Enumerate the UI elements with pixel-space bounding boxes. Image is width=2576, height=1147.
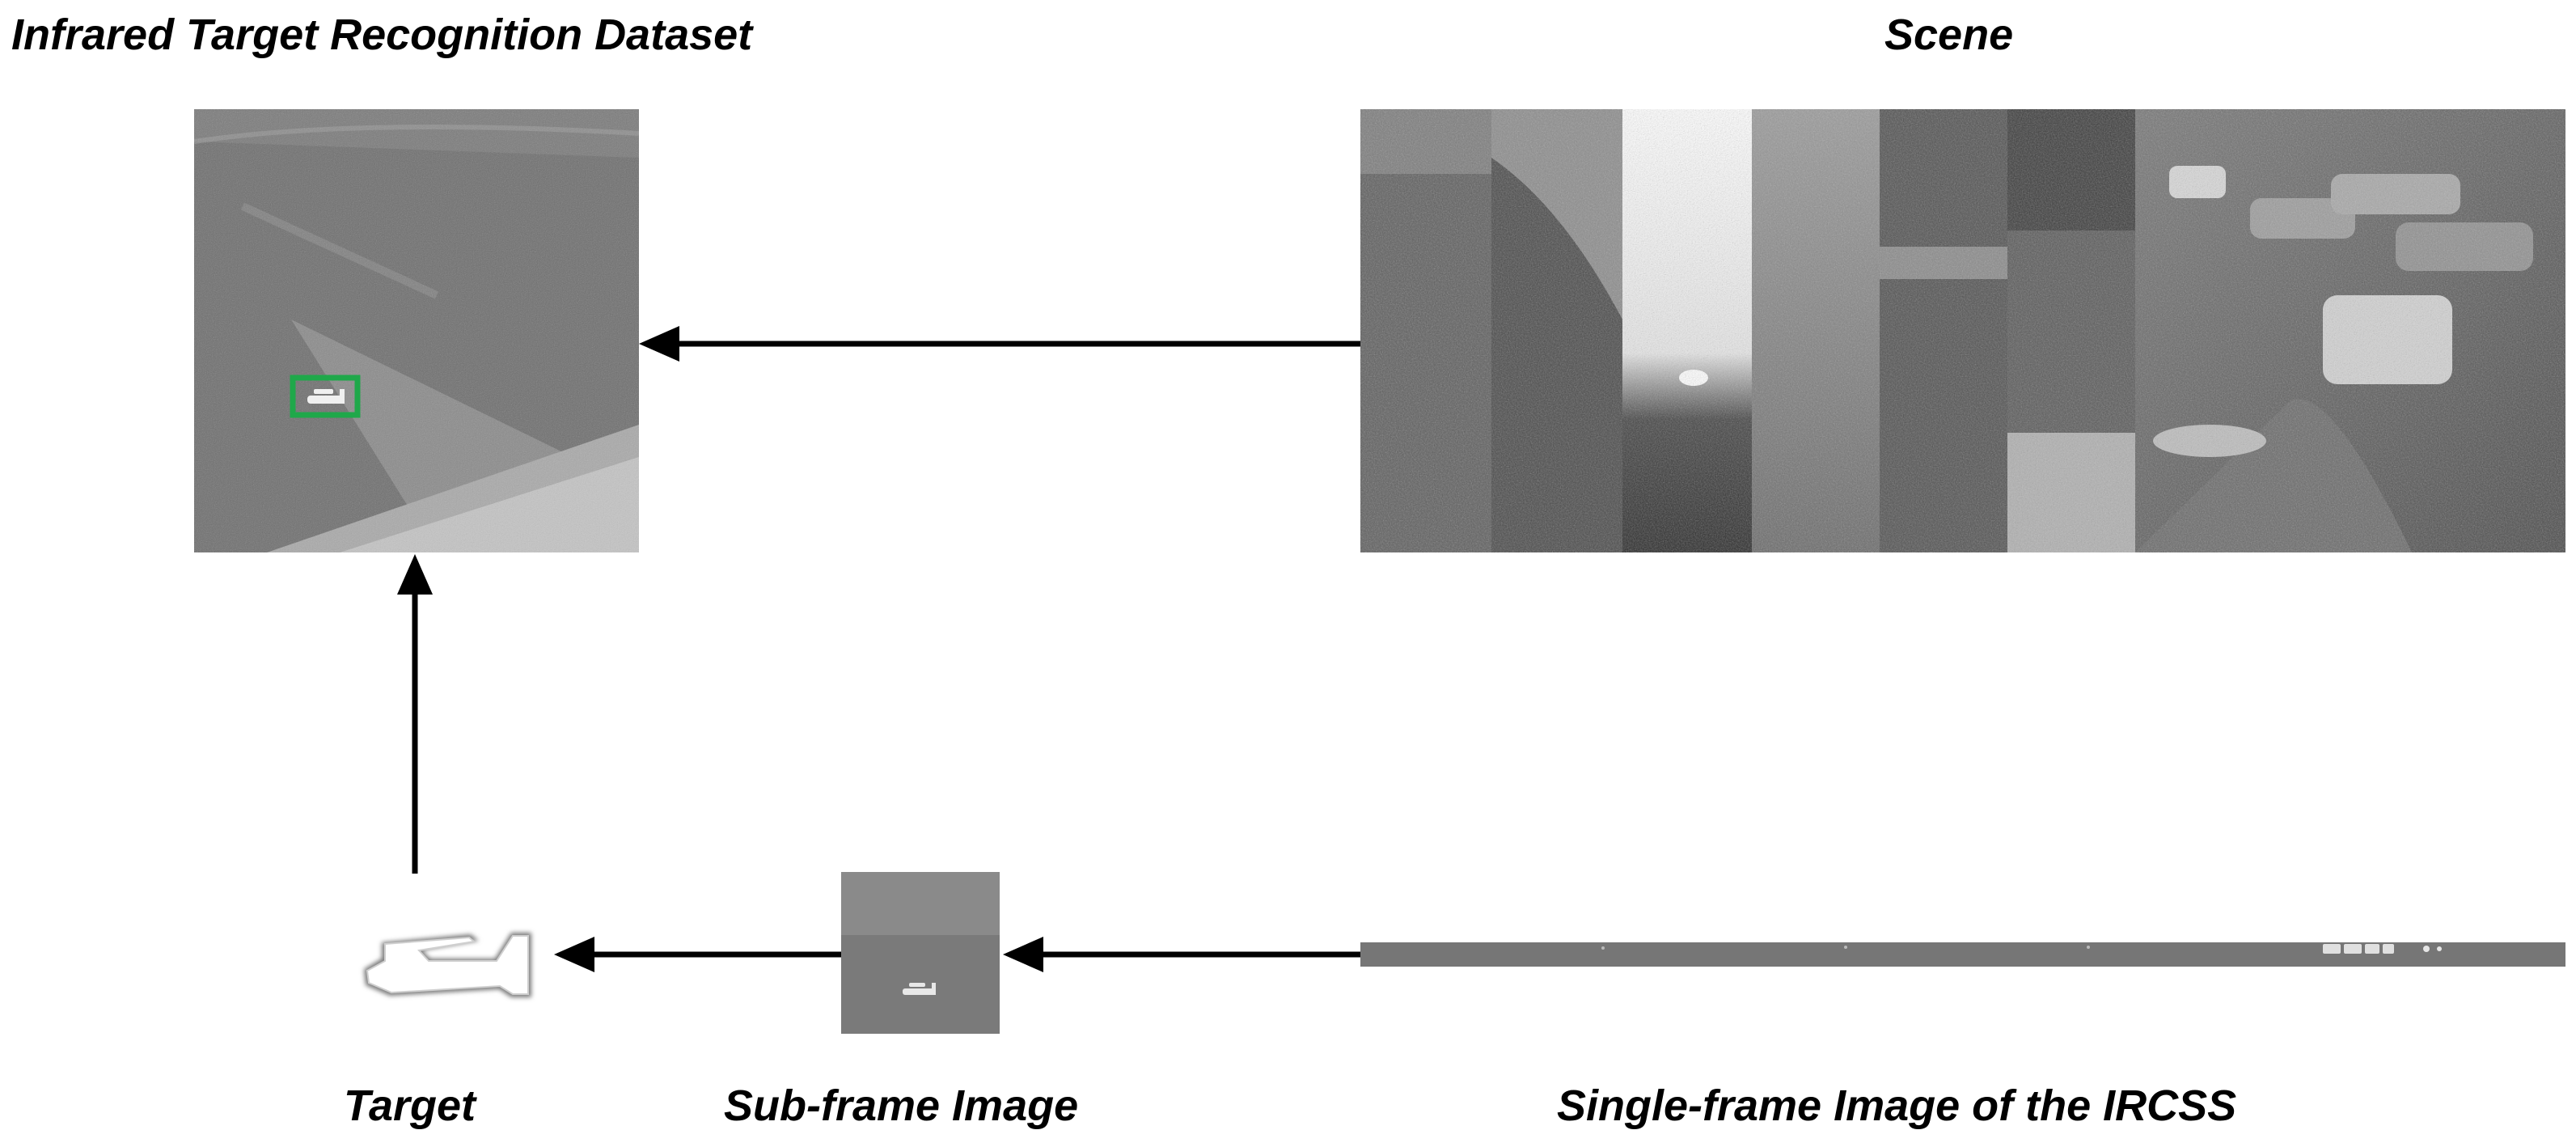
- dataset-title: Infrared Target Recognition Dataset: [11, 11, 753, 59]
- subframe-label: Sub-frame Image: [724, 1081, 1079, 1130]
- dataset-image: [194, 109, 639, 552]
- target-label: Target: [344, 1081, 476, 1130]
- target-bounding-box: [290, 375, 361, 418]
- single-frame-image: [1360, 942, 2565, 967]
- scene-title: Scene: [1884, 11, 2014, 59]
- singleframe-label: Single-frame Image of the IRCSS: [1557, 1081, 2237, 1130]
- scene-image-strip: [1360, 109, 2565, 552]
- subframe-image: [841, 872, 1000, 1034]
- target-in-scene-icon: [307, 389, 345, 404]
- aircraft-target-icon: [349, 916, 552, 1018]
